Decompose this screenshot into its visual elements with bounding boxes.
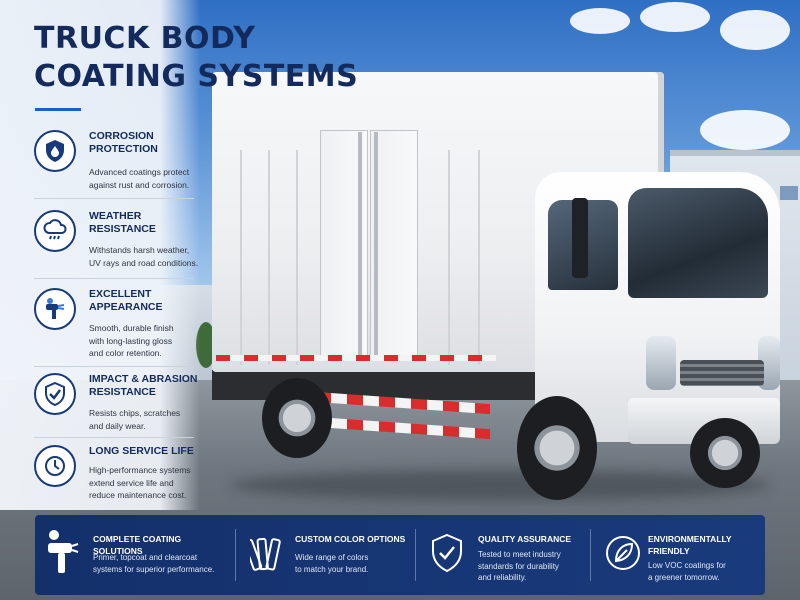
grille xyxy=(680,360,764,386)
front-wheel xyxy=(517,396,597,500)
cloud-rain-icon xyxy=(34,210,76,252)
tree xyxy=(196,322,216,368)
benefit-title: COMPLETE COATING SOLUTIONS xyxy=(93,534,182,556)
feature-description: High-performance systems extend service … xyxy=(89,465,191,500)
cloud xyxy=(640,2,710,32)
feature-title: EXCELLENT APPEARANCE xyxy=(89,288,163,313)
benefit-quality-assurance: QUALITY ASSURANCE Tested to meet industr… xyxy=(420,515,590,595)
feature-divider xyxy=(34,366,194,367)
windshield xyxy=(628,188,768,298)
title-line-1: TRUCK BODY xyxy=(34,21,256,56)
benefit-separator xyxy=(590,529,591,581)
feature-divider xyxy=(34,437,194,438)
cloud xyxy=(570,8,630,34)
cargo-door-right xyxy=(370,130,418,360)
benefits-bar: COMPLETE COATING SOLUTIONS Primer, topco… xyxy=(35,515,765,595)
benefit-title: CUSTOM COLOR OPTIONS xyxy=(295,534,406,544)
feature-description: Advanced coatings protect against rust a… xyxy=(89,167,190,190)
truck-shadow xyxy=(230,470,770,500)
benefit-separator xyxy=(415,529,416,581)
page-title: TRUCK BODY COATING SYSTEMS xyxy=(34,20,364,96)
feature-title: LONG SERVICE LIFE xyxy=(89,445,194,457)
feature-description: Withstands harsh weather, UV rays and ro… xyxy=(89,245,199,268)
cloud xyxy=(700,110,790,150)
features-panel: TRUCK BODY COATING SYSTEMS CORROSION PRO… xyxy=(0,0,358,510)
benefit-title: ENVIRONMENTALLY FRIENDLY xyxy=(648,534,732,556)
spray-gun-icon xyxy=(34,288,76,330)
leaf-icon xyxy=(605,533,641,578)
reflector-strip xyxy=(216,355,496,361)
benefit-environmentally-friendly: ENVIRONMENTALLY FRIENDLY Low VOC coating… xyxy=(595,515,765,595)
spray-gun-icon xyxy=(45,529,79,584)
benefit-custom-color-options: CUSTOM COLOR OPTIONS Wide range of color… xyxy=(240,515,415,595)
benefit-description: Wide range of colors to match your brand… xyxy=(295,553,369,574)
clock-icon xyxy=(34,445,76,487)
feature-divider xyxy=(34,278,194,279)
feature-title: IMPACT & ABRASION RESISTANCE xyxy=(89,373,198,398)
feature-title: WEATHER RESISTANCE xyxy=(89,210,156,235)
title-underline xyxy=(35,108,81,111)
droplet-shield-icon xyxy=(34,130,76,172)
benefit-title: QUALITY ASSURANCE xyxy=(478,534,572,544)
title-line-2: COATING SYSTEMS xyxy=(34,59,359,94)
cloud xyxy=(720,10,790,50)
rear-wheel xyxy=(262,378,332,458)
benefit-separator xyxy=(235,529,236,581)
check-shield-icon xyxy=(34,373,76,415)
feature-divider xyxy=(34,198,194,199)
feature-description: Resists chips, scratches and daily wear. xyxy=(89,408,181,431)
benefit-complete-coating-solutions: COMPLETE COATING SOLUTIONS Primer, topco… xyxy=(35,515,230,595)
front-wheel-far xyxy=(690,418,760,488)
headlight xyxy=(646,336,676,390)
benefit-description: Primer, topcoat and clearcoat systems fo… xyxy=(93,553,215,574)
check-shield-icon xyxy=(430,533,464,578)
benefit-description: Tested to meet industry standards for du… xyxy=(478,550,561,582)
feature-description: Smooth, durable finish with long-lasting… xyxy=(89,323,174,358)
feature-title: CORROSION PROTECTION xyxy=(89,130,158,155)
color-swatch-icon xyxy=(243,535,286,580)
benefit-description: Low VOC coatings for a greener tomorrow. xyxy=(648,561,726,582)
side-mirror xyxy=(572,198,588,278)
side-guard-bar xyxy=(315,416,490,440)
